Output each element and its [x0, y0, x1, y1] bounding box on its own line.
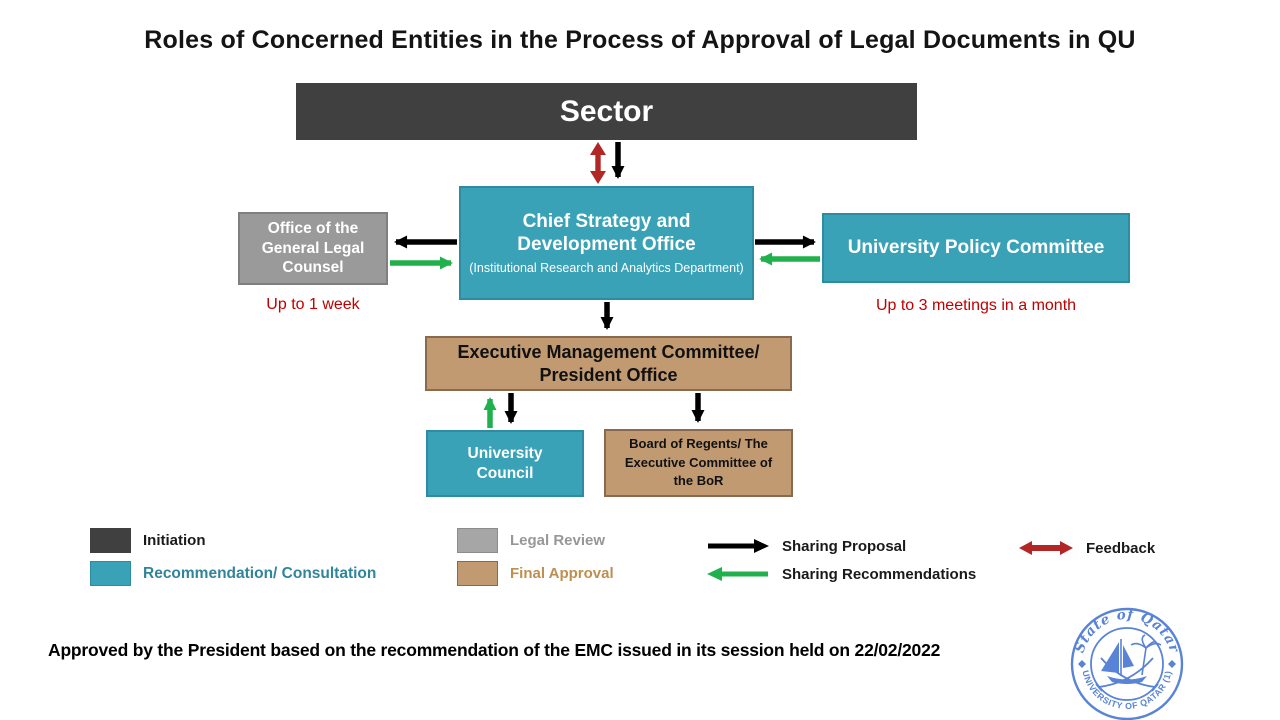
node-emc-label: Executive Management Committee/ Presiden…	[457, 342, 760, 385]
note-legal-counsel-duration: Up to 1 week	[266, 296, 360, 313]
node-csdo-subtitle: (Institutional Research and Analytics De…	[469, 261, 744, 276]
feedback-arrow-icon	[1019, 541, 1073, 555]
legend-legal-review-label: Legal Review	[510, 532, 606, 549]
legal-review-swatch	[457, 528, 498, 553]
seal-outer-ring	[1070, 607, 1184, 720]
legend-legal-review: Legal Review	[457, 528, 605, 553]
seal-palm-icon	[1130, 634, 1162, 676]
legend-recommendation-label: Recommendation/ Consultation	[143, 564, 377, 582]
recommendation-swatch	[90, 561, 131, 586]
final-approval-swatch	[457, 561, 498, 586]
legend-sharing-proposal: Sharing Proposal	[706, 536, 906, 556]
node-university-council: University Council	[426, 430, 584, 497]
node-bor-label: Board of Regents/ The Executive Committe…	[624, 435, 773, 489]
initiation-swatch	[90, 528, 131, 553]
node-csdo-title: Chief Strategy and Development Office	[517, 210, 696, 256]
approval-footer-note: Approved by the President based on the r…	[48, 640, 941, 660]
legend-final-approval-label: Final Approval	[510, 565, 614, 582]
seal-bottom-text: UNIVERSITY OF QATAR (1)	[1080, 669, 1172, 711]
svg-text:UNIVERSITY OF QATAR (1): UNIVERSITY OF QATAR (1)	[1080, 669, 1173, 711]
legend-feedback-label: Feedback	[1086, 539, 1156, 557]
legend-recommendation: Recommendation/ Consultation	[90, 561, 376, 586]
node-board-of-regents: Board of Regents/ The Executive Committe…	[604, 429, 793, 497]
note-policy-committee-frequency: Up to 3 meetings in a month	[875, 297, 1077, 314]
legend-final-approval: Final Approval	[457, 561, 614, 586]
node-executive-management-committee: Executive Management Committee/ Presiden…	[425, 336, 792, 391]
node-uc-label: University Council	[467, 445, 543, 482]
legend-feedback: Feedback	[1018, 538, 1155, 558]
seal-inner-ring	[1090, 627, 1164, 701]
sharing-proposal-arrow-icon	[708, 539, 769, 553]
feedback-arrow-sector-csdo	[590, 142, 606, 184]
legend-initiation: Initiation	[90, 528, 206, 553]
seal-left-diamond-icon	[1078, 660, 1086, 668]
node-university-policy-committee: University Policy Committee	[822, 213, 1130, 283]
qu-seal: State of Qatar UNIVERSITY OF QATAR (1)	[1069, 606, 1185, 720]
page-title: Roles of Concerned Entities in the Proce…	[144, 26, 1136, 54]
node-general-legal-counsel: Office of the General Legal Counsel	[238, 212, 388, 285]
seal-right-diamond-icon	[1168, 660, 1176, 668]
legend-initiation-label: Initiation	[143, 532, 206, 549]
sharing-recommendations-arrow-icon	[707, 567, 768, 581]
node-upc-label: University Policy Committee	[847, 237, 1105, 259]
seal-top-text: State of Qatar	[1072, 607, 1182, 655]
node-sector: Sector	[296, 83, 917, 140]
qu-seal-stamp: State of Qatar UNIVERSITY OF QATAR (1)	[1070, 607, 1184, 720]
node-sector-label: Sector	[559, 94, 654, 128]
legend-sharing-recommendations-label: Sharing Recommendations	[782, 565, 977, 583]
node-chief-strategy-office: Chief Strategy and Development Office (I…	[459, 186, 754, 300]
node-olc-label: Office of the General Legal Counsel	[261, 220, 365, 277]
svg-text:State of Qatar: State of Qatar	[1072, 607, 1183, 655]
seal-swords-icon	[1095, 657, 1159, 692]
legend-sharing-proposal-label: Sharing Proposal	[782, 537, 907, 555]
legend-sharing-recommendations: Sharing Recommendations	[706, 564, 976, 584]
